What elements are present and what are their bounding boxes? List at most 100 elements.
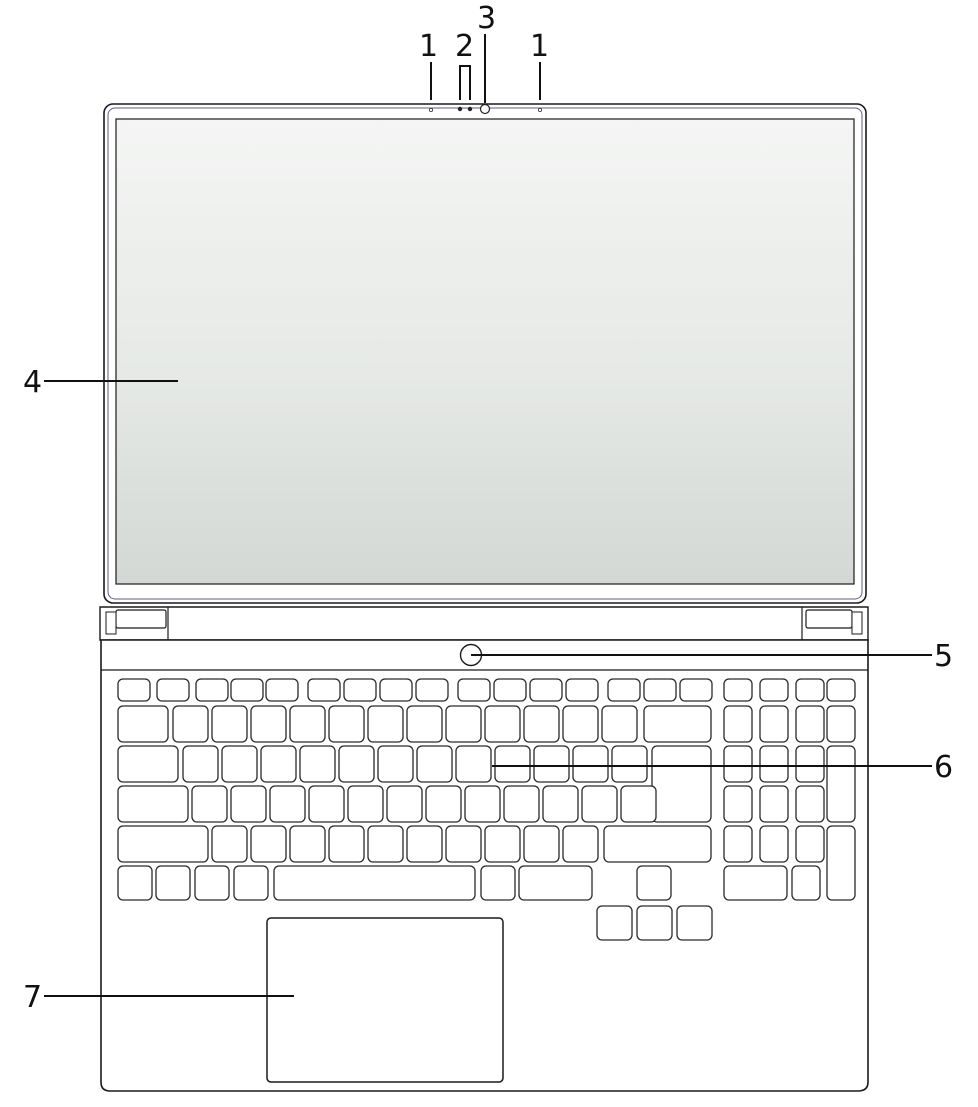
keyboard-key — [636, 865, 672, 901]
laptop-base — [100, 639, 869, 1092]
keyboard-key — [117, 678, 151, 702]
keyboard-key — [308, 785, 345, 823]
keyboard-key — [445, 825, 482, 863]
keyboard-key — [596, 905, 633, 941]
keyboard-key — [328, 825, 365, 863]
keyboard-key — [533, 745, 570, 783]
keyboard-key — [250, 825, 287, 863]
hinge-bar — [99, 606, 869, 641]
keyboard-key — [603, 825, 712, 863]
indicator-light-left — [457, 106, 463, 112]
keyboard-key — [723, 865, 788, 901]
keyboard-key — [826, 745, 856, 823]
keyboard-key — [503, 785, 540, 823]
keyboard-key — [307, 678, 341, 702]
keyboard-key — [464, 785, 501, 823]
callout-1-right: 1 — [530, 29, 549, 64]
keyboard-key — [117, 705, 169, 743]
keyboard-key — [651, 745, 712, 823]
keyboard-key — [182, 745, 219, 783]
keyboard-key — [156, 678, 190, 702]
keyboard-key — [457, 678, 491, 702]
keyboard-key — [269, 785, 306, 823]
keyboard-key — [299, 745, 336, 783]
indicator-light-right — [467, 106, 473, 112]
keyboard-key — [759, 705, 789, 743]
microphone-icon — [428, 108, 433, 113]
keyboard-key — [230, 678, 264, 702]
keyboard-key — [518, 865, 593, 901]
keyboard-key — [211, 825, 248, 863]
keyboard-key — [221, 745, 258, 783]
keyboard-key — [679, 678, 713, 702]
microphone-icon — [538, 108, 543, 113]
keyboard-key — [795, 678, 825, 702]
hinge-right — [805, 609, 853, 629]
keyboard-key — [194, 865, 230, 901]
keyboard-key — [529, 678, 563, 702]
keyboard-key — [273, 865, 476, 901]
keyboard-key — [636, 905, 673, 941]
keyboard-key — [826, 678, 856, 702]
keyboard-key — [494, 745, 531, 783]
keyboard-key — [338, 745, 375, 783]
keyboard-key — [759, 745, 789, 783]
keyboard-key — [620, 785, 657, 823]
keyboard-key — [155, 865, 191, 901]
callout-7: 7 — [23, 980, 42, 1015]
keyboard-key — [826, 705, 856, 743]
webcam-icon — [479, 103, 491, 115]
keyboard-key — [565, 678, 599, 702]
keyboard-key — [542, 785, 579, 823]
keyboard-key — [367, 825, 404, 863]
keyboard-key — [416, 745, 453, 783]
keyboard-key — [676, 905, 713, 941]
keyboard-key — [455, 745, 492, 783]
keyboard-key — [723, 825, 753, 863]
keyboard-key — [195, 678, 229, 702]
keyboard-key — [523, 705, 560, 743]
keyboard-key — [723, 745, 753, 783]
keyboard-key — [377, 745, 414, 783]
keyboard-key — [117, 745, 179, 783]
keyboard-key — [343, 678, 377, 702]
touchpad — [266, 917, 504, 1083]
display-lid — [103, 103, 867, 604]
keyboard-key — [795, 745, 825, 783]
keyboard-key — [643, 705, 712, 743]
keyboard-key — [347, 785, 384, 823]
keyboard-key — [581, 785, 618, 823]
keyboard-key — [250, 705, 287, 743]
keyboard-key — [191, 785, 228, 823]
keyboard-key — [607, 678, 641, 702]
keyboard-key — [233, 865, 269, 901]
keyboard-key — [172, 705, 209, 743]
keyboard-key — [601, 705, 638, 743]
keyboard-key — [379, 678, 413, 702]
keyboard-key — [289, 825, 326, 863]
keyboard-key — [386, 785, 423, 823]
hinge-left — [115, 609, 167, 629]
keyboard-key — [791, 865, 821, 901]
leader-line-2 — [459, 65, 471, 100]
callout-5: 5 — [934, 639, 953, 674]
keyboard-key — [562, 825, 599, 863]
keyboard-key — [759, 678, 789, 702]
keyboard-key — [328, 705, 365, 743]
keyboard-key — [265, 678, 299, 702]
keyboard-key — [484, 705, 521, 743]
keyboard-key — [723, 785, 753, 823]
keyboard-key — [445, 705, 482, 743]
callout-labels: 1 2 3 1 4 5 6 7 — [23, 1, 953, 1015]
keyboard-key — [826, 825, 856, 901]
keyboard-key — [611, 745, 648, 783]
display-screen — [115, 118, 855, 585]
hinge — [99, 606, 869, 641]
keyboard-key — [484, 825, 521, 863]
keyboard-key — [260, 745, 297, 783]
callout-1-left: 1 — [419, 29, 438, 64]
keyboard-key — [117, 865, 153, 901]
keyboard-key — [562, 705, 599, 743]
keyboard-key — [723, 678, 753, 702]
